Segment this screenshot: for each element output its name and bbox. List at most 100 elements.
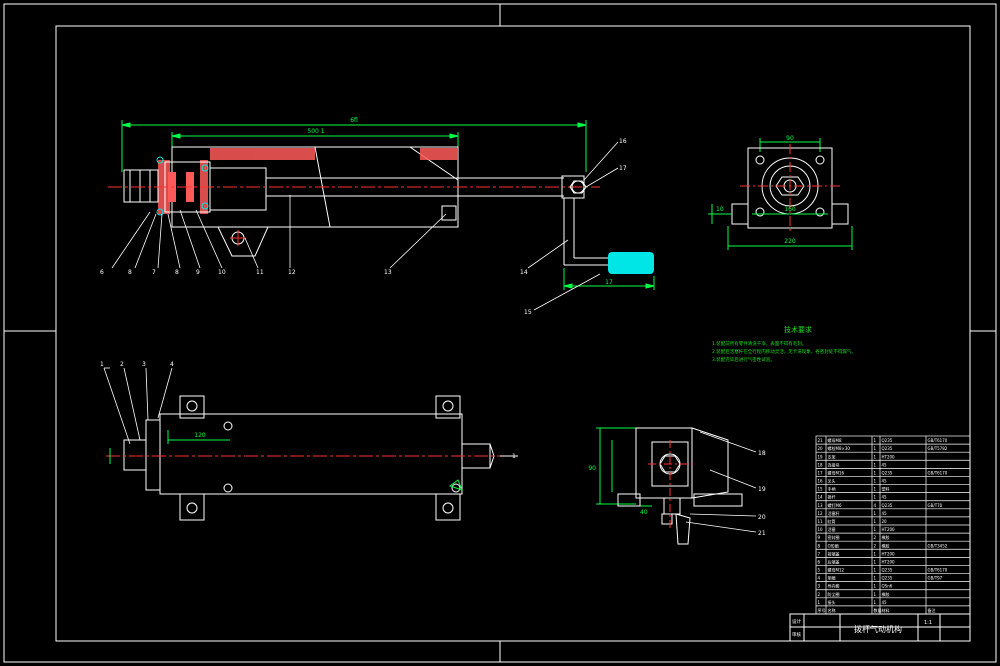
bom-cell: 16 (818, 479, 824, 484)
bom-cell: 螺栓M8×30 (828, 445, 851, 451)
bom-header-cell: 数量 (874, 607, 882, 613)
main-sectional-view: 6fl 500 1 (100, 117, 655, 316)
overall-dimension (121, 120, 587, 172)
bom-cell: 4 (818, 576, 821, 581)
bom-cell: 45 (882, 479, 888, 484)
callout-2: 2 (120, 361, 124, 368)
end-dim-top (759, 138, 821, 152)
bom-cell: 20 (882, 519, 888, 524)
bom-cell: 1 (874, 495, 877, 500)
callout-20: 20 (758, 514, 766, 521)
end-dim-inner-label: 160 (784, 206, 796, 213)
bom-cell: 6 (818, 559, 821, 564)
bom-cell: 1 (874, 600, 877, 605)
drawing-name: 拨杆气动机构 (854, 624, 902, 634)
callout-13: 13 (384, 269, 392, 276)
sheet-border (3, 3, 997, 663)
lever (563, 198, 610, 266)
main-callout-numbers: 6 8 7 8 9 10 11 12 13 14 15 16 17 (100, 138, 627, 316)
side-body (617, 427, 743, 545)
bom-cell: 12 (818, 511, 824, 516)
bom-cell: 后端盖 (828, 558, 840, 564)
bom-cell: 3 (818, 584, 821, 589)
callout-14: 14 (520, 269, 528, 276)
bom-cell: 1 (874, 559, 877, 564)
bom-cell: 1 (874, 438, 877, 443)
main-leaders (111, 141, 619, 311)
bom-cell: 8 (818, 543, 821, 548)
title-row-label-2: 审核 (792, 631, 801, 638)
title-block: 设计 审核 拨杆气动机构 1:1 (789, 613, 971, 642)
bom-cell: Q235 (882, 503, 893, 508)
notes-line-3: 3.装配完毕后进行气密性试验。 (712, 356, 775, 363)
bom-cell: 密封圈 (828, 534, 840, 540)
bom-cell: 13 (818, 503, 824, 508)
bom-cell: 5 (818, 568, 821, 573)
bom-header-cell: 序号 (818, 607, 826, 613)
bom-cell: 45 (882, 462, 888, 467)
bom-cell: Q235 (882, 568, 893, 573)
bom-cell: 17 (818, 470, 824, 475)
callout-1: 1 (100, 361, 104, 368)
callout-3: 3 (142, 361, 146, 368)
side-dim-width-label: 40 (640, 509, 648, 516)
bom-cell: HT200 (882, 454, 896, 459)
bom-cell: 前端盖 (828, 550, 840, 556)
callout-18: 18 (758, 450, 766, 457)
bom-cell: O形圈 (828, 542, 839, 548)
bom-cell: 螺钉M6 (828, 502, 842, 508)
bom-cell: 垫圈 (828, 575, 836, 581)
end-dim-bottom-label: 220 (784, 238, 796, 245)
end-dims (708, 204, 853, 250)
bom-cell: 支架 (828, 453, 836, 459)
plan-view: 120 1 2 3 4 1 (100, 361, 518, 521)
rear-connector (123, 169, 159, 203)
callout-19: 19 (758, 486, 766, 493)
bom-cell: 19 (818, 454, 824, 459)
bom-cell: 1 (874, 519, 877, 524)
bom-cell: 叉头 (828, 478, 836, 484)
bom-cell: 1 (874, 568, 877, 573)
bom-cell: 橡胶 (882, 534, 890, 540)
end-centerlines (740, 144, 840, 234)
bom-header-cell: 备注 (928, 607, 936, 613)
bom-cell: 4 (874, 503, 877, 508)
bom-cell: GB/T6170 (928, 470, 948, 475)
side-centerlines (648, 440, 694, 530)
bom-cell: 螺母M12 (828, 567, 845, 573)
bom-cell: 11 (818, 519, 824, 524)
clevis (561, 175, 587, 199)
bom-cell: 1 (874, 487, 877, 492)
right-stud (441, 205, 457, 221)
handle-dimension (563, 268, 655, 290)
bom-cell: 1 (874, 446, 877, 451)
bom-cell: 1 (874, 462, 877, 467)
bom-cell: GB/T5782 (928, 446, 948, 451)
dim-handle-label: 17 (605, 279, 613, 286)
bom-cell: 1 (874, 527, 877, 532)
dim-overall-label: 6fl (350, 117, 358, 124)
bom-cell: 15 (818, 487, 824, 492)
title-row-label-1: 设计 (792, 618, 801, 625)
plan-dim-mid-label: 120 (194, 432, 206, 439)
bom-cell: 14 (818, 495, 824, 500)
bom-cell: GB/T97 (928, 576, 943, 581)
bom-cell: 18 (818, 462, 824, 467)
bom-cell: HT200 (882, 527, 896, 532)
bom-cell: 1 (874, 592, 877, 597)
bom-cell: GB/T70 (928, 503, 943, 508)
bom-cell: 连接块 (828, 461, 840, 467)
bom-cell: 21 (818, 438, 824, 443)
callout-12: 12 (288, 269, 296, 276)
bom-cell: 45 (882, 600, 888, 605)
bom-cell: 缸筒 (828, 518, 836, 524)
bom-cell: 活塞 (828, 526, 836, 532)
plan-callout-numbers: 1 2 3 4 1 (100, 361, 516, 460)
bom-cell: HT200 (882, 551, 896, 556)
side-leaders (685, 431, 757, 533)
bom-cell: HT200 (882, 559, 896, 564)
plan-body (123, 395, 495, 521)
bom-cell: 螺母M8 (828, 437, 842, 443)
